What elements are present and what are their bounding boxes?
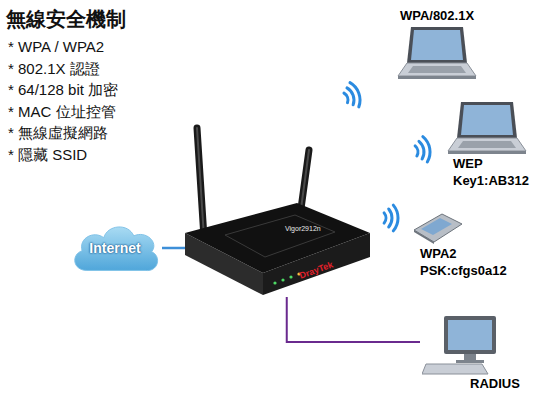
device-label: WPA2 xyxy=(420,246,457,263)
laptop-icon xyxy=(397,25,477,81)
network-cable xyxy=(162,247,185,250)
antenna-highlight xyxy=(197,128,204,238)
feature-item: * MAC 位址控管 xyxy=(8,103,116,122)
device-label: WPA/802.1X xyxy=(400,8,474,25)
antenna xyxy=(197,128,204,238)
feature-item: * 802.1X 認證 xyxy=(8,60,100,79)
feature-item: * WPA / WPA2 xyxy=(8,38,104,55)
laptop-icon xyxy=(447,100,527,156)
radius-server: RADIUS xyxy=(420,312,522,395)
feature-item: * 64/128 bit 加密 xyxy=(8,81,118,100)
internet-cloud: Internet xyxy=(68,220,162,276)
wireless-waves xyxy=(341,81,363,110)
feature-item: * 無線虛擬網路 xyxy=(8,124,108,143)
pda-icon xyxy=(412,210,464,246)
device-icon xyxy=(412,210,464,246)
device-label: Key1:AB312 xyxy=(453,173,529,190)
device-icon xyxy=(447,100,527,156)
laptop-client: WPA/802.1X xyxy=(395,6,479,83)
desktop-icon xyxy=(422,314,502,376)
router-body xyxy=(185,195,370,297)
device-icon xyxy=(397,25,477,81)
laptop-client: WEPKey1:AB312 xyxy=(445,98,531,192)
device-label: WEP xyxy=(453,156,483,173)
device-label: PSK:cfgs0a12 xyxy=(420,263,507,280)
wireless-waves xyxy=(384,205,398,231)
cloud-label: Internet xyxy=(89,240,140,256)
feature-item: * 隱藏 SSID xyxy=(8,146,87,165)
diagram-title: 無線安全機制 xyxy=(6,6,126,33)
device-icon xyxy=(422,314,502,376)
network-cable xyxy=(287,297,420,342)
device-label: RADIUS xyxy=(470,376,520,393)
wireless-waves xyxy=(414,136,432,164)
router: Vigor2912nDrayTek xyxy=(185,195,370,297)
pda-client: WPA2PSK:cfgs0a12 xyxy=(410,208,509,282)
